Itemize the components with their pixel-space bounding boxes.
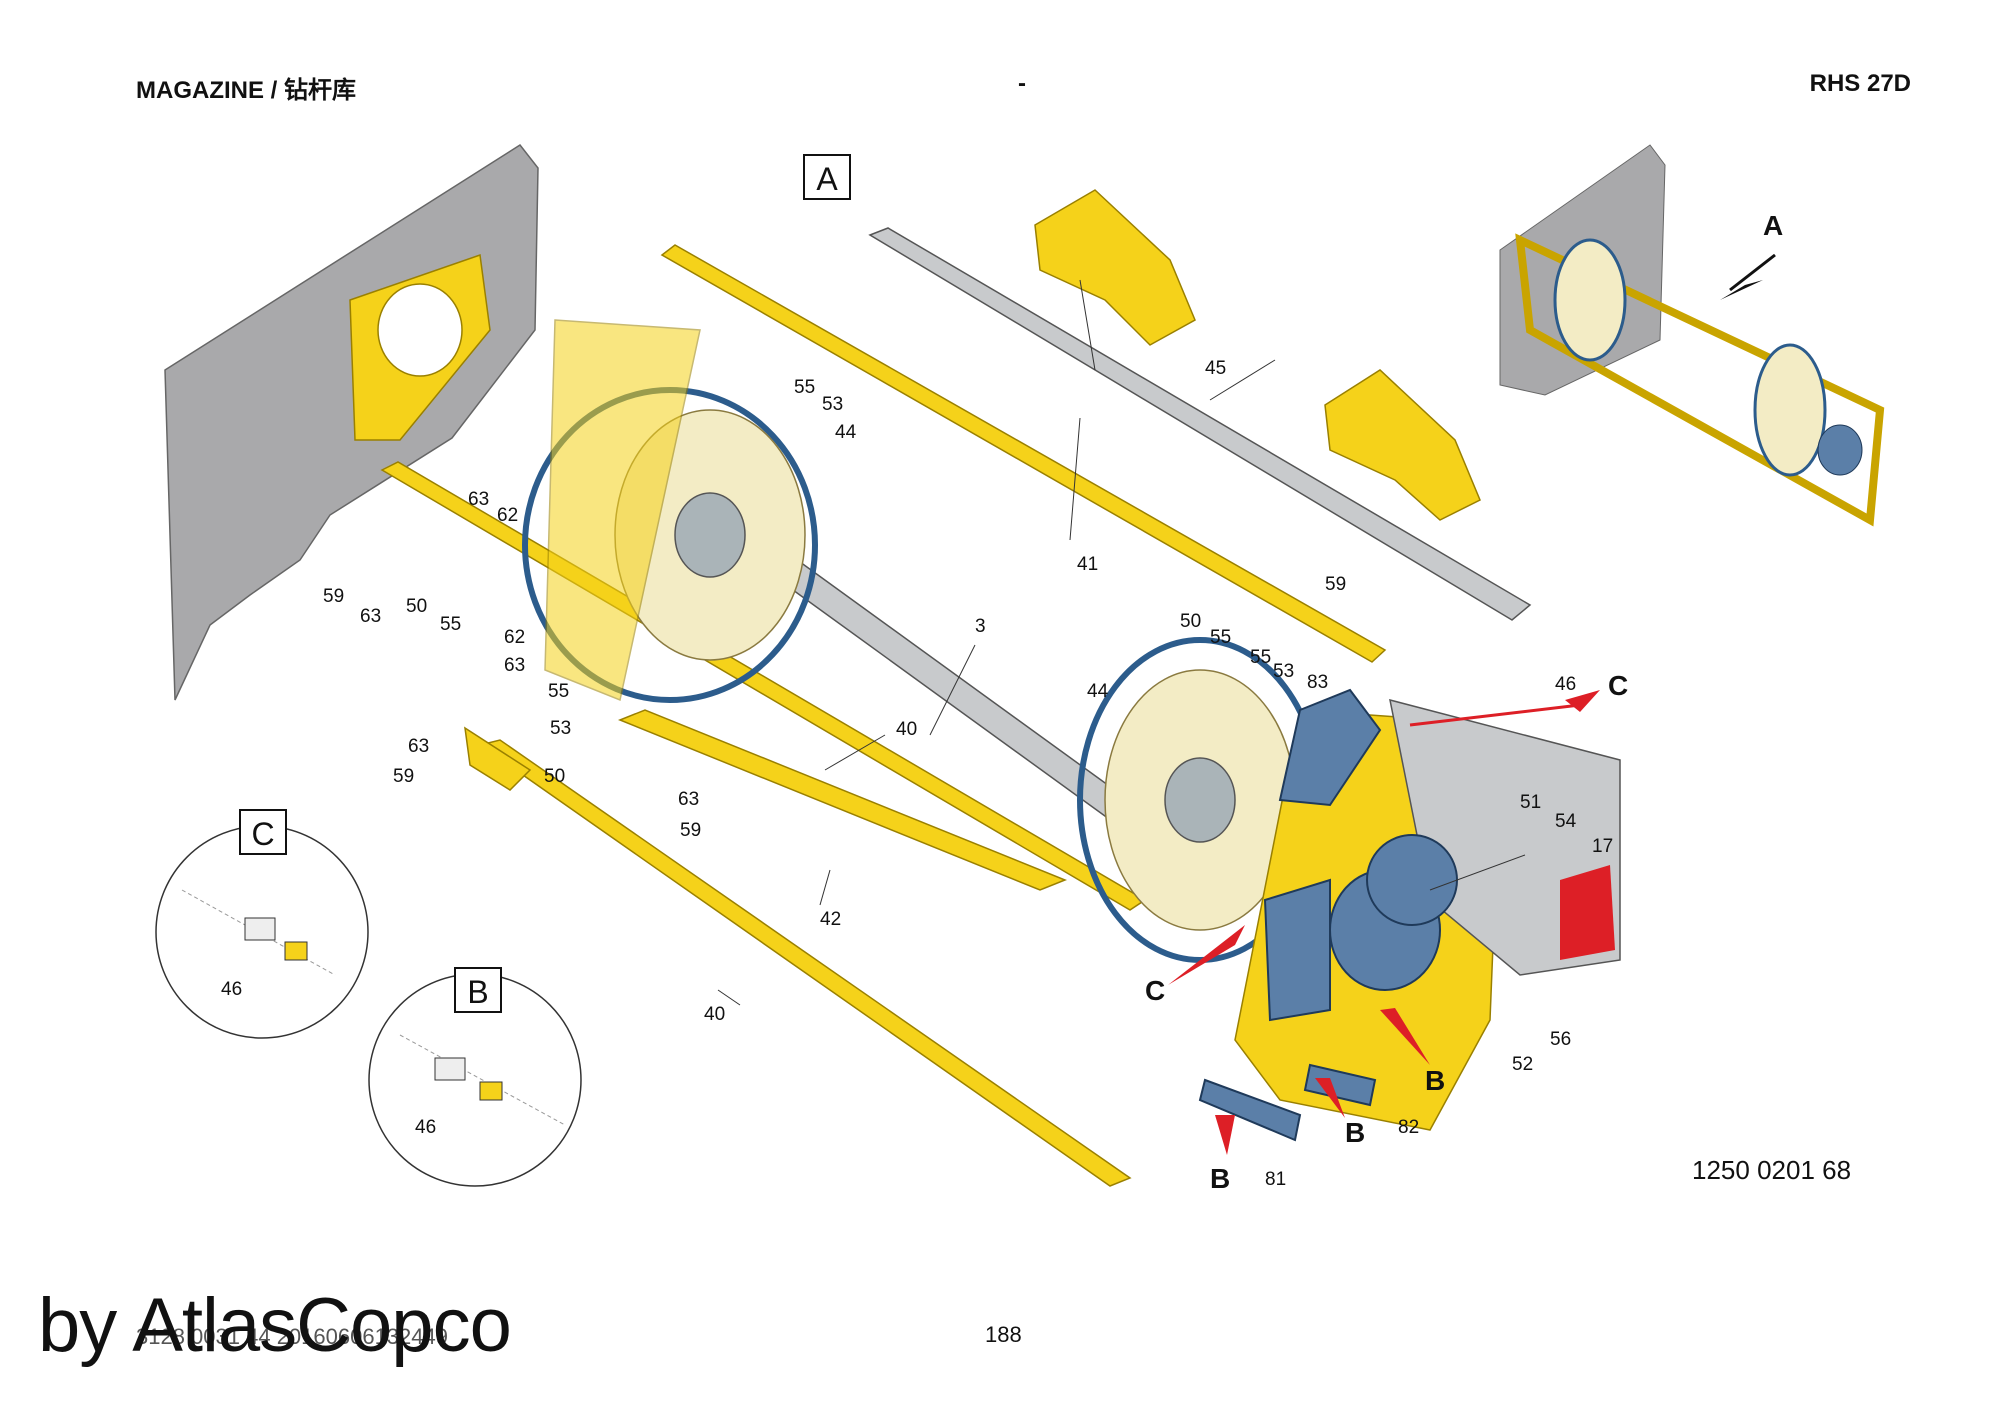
detail-box-c: C [239, 809, 287, 855]
callout-63: 63 [408, 736, 429, 757]
svg-text:C: C [251, 816, 274, 852]
callout-59: 59 [323, 586, 344, 607]
callout-55: 55 [1210, 627, 1231, 648]
callout-50: 50 [1180, 611, 1201, 632]
callout-3: 3 [975, 616, 986, 637]
detail-marker-b: B [1345, 1117, 1365, 1148]
callout-63: 63 [504, 655, 525, 676]
callout-63: 63 [678, 789, 699, 810]
detail-b-circle [368, 973, 582, 1187]
callout-50: 50 [406, 596, 427, 617]
drive-unit [1198, 688, 1621, 1142]
callout-63: 63 [468, 489, 489, 510]
detail-marker-a: A [1763, 210, 1783, 241]
detail-marker-c: C [1145, 975, 1165, 1006]
detail-markers: A C C B B B [1145, 210, 1783, 1194]
callout-46: 46 [415, 1117, 436, 1138]
svg-text:B: B [467, 974, 488, 1010]
callout-17: 17 [1592, 836, 1613, 857]
detail-marker-c: C [1608, 670, 1628, 701]
callout-82: 82 [1398, 1117, 1419, 1138]
callout-83: 83 [1307, 672, 1328, 693]
callout-45: 45 [1205, 358, 1226, 379]
left-finger-disc [522, 319, 818, 703]
callout-50: 50 [544, 766, 565, 787]
overview-inset [1499, 144, 1885, 527]
drawing-number: 1250 0201 68 [1692, 1155, 1852, 1185]
leader-lines [717, 279, 1526, 1006]
callout-81: 81 [1265, 1169, 1286, 1190]
callout-52: 52 [1512, 1054, 1533, 1075]
callout-41: 41 [1077, 554, 1098, 575]
detail-box-b: B [454, 967, 502, 1013]
callout-53: 53 [1273, 661, 1294, 682]
header-separator: - [1018, 70, 1026, 97]
upper-clamp-brackets [1034, 189, 1481, 521]
callout-55: 55 [548, 681, 569, 702]
callout-42: 42 [820, 909, 841, 930]
mounting-plate [164, 144, 539, 701]
callout-62: 62 [504, 627, 525, 648]
detail-marker-b: B [1210, 1163, 1230, 1194]
callout-46: 46 [1555, 674, 1576, 695]
callout-59: 59 [680, 820, 701, 841]
callout-55: 55 [440, 614, 461, 635]
callout-46: 46 [221, 979, 242, 1000]
callout-51: 51 [1520, 792, 1541, 813]
callout-62: 62 [497, 505, 518, 526]
detail-box-a: A [803, 154, 851, 200]
callout-55: 55 [1250, 647, 1271, 668]
page-number: 188 [985, 1322, 1022, 1347]
red-pointer-arrows [1168, 690, 1600, 1155]
watermark: by AtlasCopco [38, 1283, 512, 1368]
callout-53: 53 [822, 394, 843, 415]
callout-63: 63 [360, 606, 381, 627]
callout-54: 54 [1555, 811, 1577, 832]
callout-40: 40 [704, 1004, 725, 1025]
callout-53: 53 [550, 718, 571, 739]
callout-56: 56 [1550, 1029, 1571, 1050]
callout-44: 44 [835, 422, 857, 443]
callout-55: 55 [794, 377, 815, 398]
right-finger-disc [1077, 637, 1323, 963]
callout-40: 40 [896, 719, 917, 740]
detail-marker-b: B [1425, 1065, 1445, 1096]
svg-text:A: A [816, 161, 838, 197]
callout-59: 59 [393, 766, 414, 787]
section-title: MAGAZINE / 钻杆库 [136, 77, 356, 104]
part-callouts: 3 17 40 40 41 42 44 44 45 46 46 46 50 50… [221, 358, 1613, 1190]
model-name: RHS 27D [1809, 70, 1911, 97]
callout-44: 44 [1087, 681, 1109, 702]
document-id: 3128 0031 44 20160606132449 [136, 1324, 448, 1349]
detail-c-circle [155, 825, 369, 1039]
callout-59: 59 [1325, 574, 1346, 595]
